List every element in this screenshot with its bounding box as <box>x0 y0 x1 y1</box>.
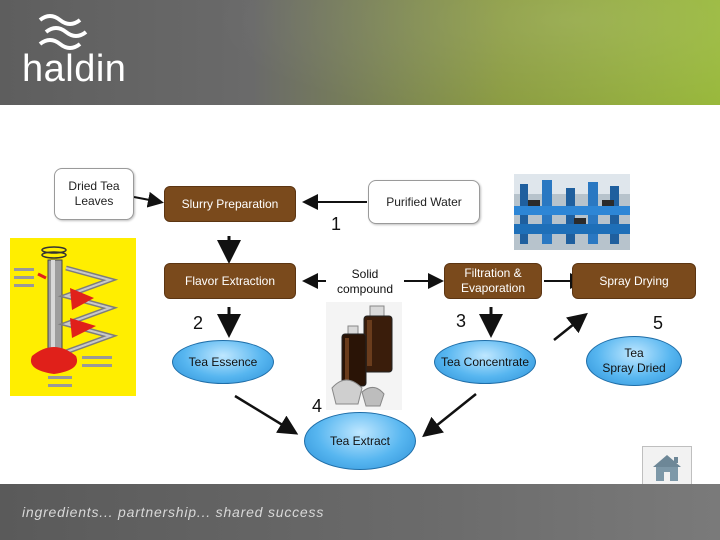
pipe-plant-drawing <box>514 174 630 250</box>
footer-tagline: ingredients... partnership... shared suc… <box>22 504 325 520</box>
step-number-3: 3 <box>456 311 467 331</box>
step-number-2: 2 <box>193 313 204 333</box>
node-dried-tea-leaves: Dried Tea Leaves <box>54 168 134 220</box>
node-label: Tea Extract <box>329 433 391 448</box>
node-solid-compound: Solid compound <box>326 264 404 300</box>
header-banner: haldin <box>0 0 720 105</box>
extraction-column-drawing <box>14 246 119 387</box>
node-label: Tea Spray Dried <box>602 346 666 375</box>
header-sheen <box>150 0 720 105</box>
arrow-essence-to-extract <box>234 394 299 435</box>
node-label: Tea Concentrate <box>440 354 530 369</box>
logo-text: haldin <box>22 48 127 90</box>
haldin-logo-icon <box>38 14 88 50</box>
node-tea-extract: Tea Extract <box>304 412 416 470</box>
arrow-concentrate-to-spray <box>553 312 588 341</box>
node-label: Filtration & Evaporation <box>460 266 526 295</box>
node-label: Slurry Preparation <box>181 196 279 211</box>
step-number-4: 4 <box>312 396 323 416</box>
extraction-column-illustration <box>10 238 136 396</box>
node-label: Dried Tea Leaves <box>68 179 120 208</box>
node-slurry-preparation: Slurry Preparation <box>164 186 296 222</box>
pipe-plant-photo <box>514 174 630 250</box>
node-flavor-extraction: Flavor Extraction <box>164 263 296 299</box>
node-label: Purified Water <box>386 194 462 209</box>
arrow-concentrate-to-extract <box>422 393 477 438</box>
node-tea-spray-dried: Tea Spray Dried <box>586 336 682 386</box>
node-label: Flavor Extraction <box>184 273 276 288</box>
node-label: Solid compound <box>336 267 394 296</box>
node-purified-water: Purified Water <box>368 180 480 224</box>
step-number-1: 1 <box>331 214 342 234</box>
node-filtration-evaporation: Filtration & Evaporation <box>444 263 542 299</box>
sample-jars-photo <box>326 302 402 410</box>
node-label: Spray Drying <box>599 273 669 288</box>
node-spray-drying: Spray Drying <box>572 263 696 299</box>
home-icon <box>653 455 681 481</box>
node-tea-essence: Tea Essence <box>172 340 274 384</box>
node-tea-concentrate: Tea Concentrate <box>434 340 536 384</box>
home-button[interactable] <box>642 446 692 488</box>
sample-jars-drawing <box>326 302 402 410</box>
arrow-leaves-to-slurry <box>133 191 164 208</box>
step-number-5: 5 <box>653 313 664 333</box>
node-label: Tea Essence <box>188 354 258 369</box>
footer-banner: ingredients... partnership... shared suc… <box>0 484 720 540</box>
